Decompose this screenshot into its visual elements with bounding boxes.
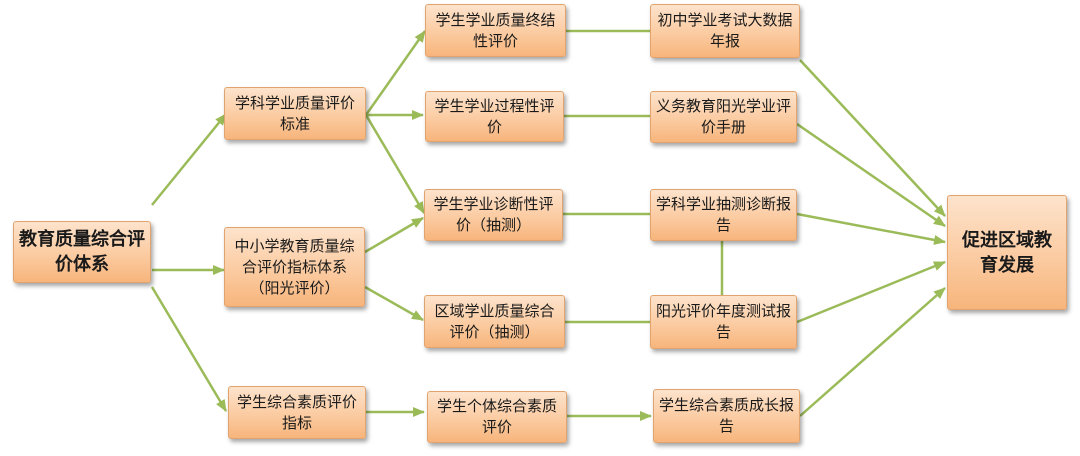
node-summative-evaluation: 学生学业质量终结性评价 (425, 4, 566, 57)
node-big-data-report: 初中学业考试大数据年报 (650, 4, 800, 58)
node-sunshine-handbook-label: 义务教育阳光学业评价手册 (655, 97, 791, 136)
node-annual-test-report: 阳光评价年度测试报告 (650, 295, 797, 349)
node-subject-quality-standard: 学科学业质量评价标准 (224, 87, 366, 140)
arrow-diag-report-to-goal (796, 212, 946, 245)
node-diagnostic-report-label: 学科学业抽测诊断报告 (655, 195, 791, 234)
arrow-annual-report-to-goal (796, 260, 946, 324)
node-growth-report-label: 学生综合素质成长报告 (658, 396, 794, 435)
node-regional-evaluation-label: 区域学业质量综合评价（抽测） (434, 301, 555, 341)
node-process-evaluation-label: 学生学业过程性评价 (434, 96, 555, 136)
node-diagnostic-evaluation: 学生学业诊断性评价（抽测） (424, 189, 563, 241)
node-diagnostic-evaluation-label: 学生学业诊断性评价（抽测） (433, 195, 554, 234)
node-growth-report: 学生综合素质成长报告 (653, 389, 800, 443)
node-quality-index-system: 中小学教育质量综合评价指标体系（阳光评价） (224, 227, 365, 307)
node-diagnostic-report: 学科学业抽测诊断报告 (650, 189, 797, 241)
node-regional-development-goal: 促进区域教育发展 (947, 195, 1067, 310)
node-regional-evaluation: 区域学业质量综合评价（抽测） (424, 295, 565, 348)
arrow-standard-to-summative (364, 30, 427, 116)
arrow-growth-report-to-goal (799, 287, 946, 417)
node-annual-test-report-label: 阳光评价年度测试报告 (655, 302, 791, 341)
node-process-evaluation: 学生学业过程性评价 (425, 91, 564, 142)
arrow-root-to-literacy-index (150, 286, 228, 412)
node-individual-literacy-evaluation: 学生个体综合素质评价 (427, 391, 567, 443)
node-regional-development-goal-label: 促进区域教育发展 (962, 229, 1052, 276)
node-literacy-index-label: 学生综合素质评价指标 (236, 392, 357, 432)
node-summative-evaluation-label: 学生学业质量终结性评价 (435, 10, 556, 50)
node-literacy-index: 学生综合素质评价指标 (228, 386, 366, 439)
arrow-handbook-to-goal (796, 122, 946, 228)
arrow-root-to-standard (151, 113, 227, 206)
node-education-quality-system: 教育质量综合评价体系 (13, 221, 151, 283)
node-individual-literacy-evaluation-label: 学生个体综合素质评价 (436, 397, 557, 436)
node-big-data-report-label: 初中学业考试大数据年报 (657, 11, 793, 50)
node-quality-index-system-label: 中小学教育质量综合评价指标体系（阳光评价） (234, 236, 355, 297)
node-sunshine-handbook: 义务教育阳光学业评价手册 (650, 91, 797, 143)
arrow-index-system-to-diagnostic (364, 216, 424, 254)
arrow-standard-to-diagnostic (364, 114, 426, 214)
node-education-quality-system-label: 教育质量综合评价体系 (19, 229, 145, 275)
node-subject-quality-standard-label: 学科学业质量评价标准 (234, 93, 355, 133)
arrow-index-system-to-regional (364, 285, 424, 322)
arrow-big-data-to-goal (799, 59, 946, 217)
